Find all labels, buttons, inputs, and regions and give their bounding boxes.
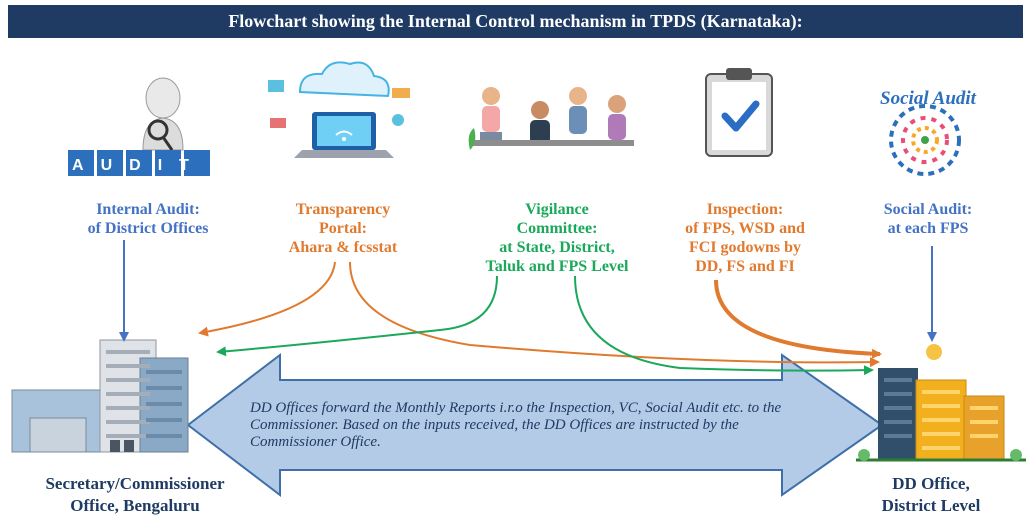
diagram-title: Flowchart showing the Internal Control m… <box>8 5 1023 38</box>
vigilance-committee-label: Vigilance Committee: at State, District,… <box>485 201 629 275</box>
vigilance-to-secretary-arrow <box>216 275 498 357</box>
audit-icon: AUDIT <box>68 77 210 176</box>
inspection-clipboard-icon <box>705 68 773 157</box>
internal-audit-label: Internal Audit: of District Offices <box>87 201 209 237</box>
dd-office-label: DD Office, District Level <box>881 474 981 515</box>
monthly-report-message: DD Offices forward the Monthly Reports i… <box>250 400 782 450</box>
transparency-portal-label: Transparency Portal: Ahara & fcsstat <box>288 201 398 256</box>
vigilance-to-dd-arrow <box>574 275 874 376</box>
inspection-to-dd-arrow <box>714 279 882 359</box>
transparency-to-secretary-arrow <box>198 261 336 337</box>
audit-icon-text: AUDIT <box>72 157 206 174</box>
transparency-to-dd-arrow <box>349 261 880 368</box>
social-audit-label: Social Audit: at each FPS <box>883 201 973 237</box>
secretary-office-building-icon <box>11 339 189 453</box>
dd-office-building-icon <box>856 344 1026 462</box>
vigilance-committee-icon <box>468 87 634 150</box>
inspection-label: Inspection: of FPS, WSD and FCI godowns … <box>685 201 805 275</box>
transparency-portal-icon <box>268 61 410 158</box>
social-audit-icon-text: Social Audit <box>880 88 977 109</box>
social-audit-icon: Social Audit <box>880 88 977 176</box>
secretary-office-label: Secretary/Commissioner Office, Bengaluru <box>45 474 225 515</box>
